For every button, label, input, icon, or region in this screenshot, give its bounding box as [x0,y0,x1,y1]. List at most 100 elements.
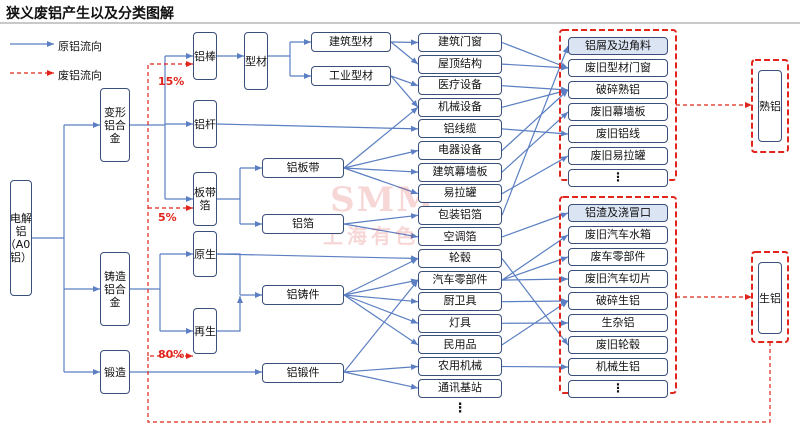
node-aluminum-casting: 铝铸件 [262,285,344,305]
flow-arrow [501,85,569,93]
strip-to-machinery [343,106,419,169]
cast-aluminum-frame [751,251,789,343]
scrap-cast-item: 机械生铝 [568,358,668,376]
node-electrolytic-aluminum: 电解铝（A00铝） [10,180,32,296]
application-more-indicator: ⋮ [453,401,467,417]
scrap-cast-item: 废旧汽车切片 [568,270,668,288]
application-item: 灯具 [418,313,502,333]
bar-to-cable [216,123,419,132]
legend-primary-label: 原铝流向 [58,40,102,53]
watermark-logo: SMM [330,180,436,220]
ip-to-medical [390,75,419,87]
forging-to-auto [343,279,419,373]
application-item: 空调箔 [418,227,502,247]
application-item: 易拉罐 [418,184,502,204]
node-primary: 原生 [193,231,217,277]
scrap-cast-item: 废旧轮毂 [568,336,668,354]
scrap-wrought-item: 废旧型材门窗 [568,59,668,77]
return-to-rod [147,61,193,356]
node-forging: 锻造 [100,350,130,394]
application-item: 包装铝箔 [418,205,502,225]
percent-rod: 15% [158,75,185,88]
percent-plate: 5% [158,211,177,224]
flow-arrow [501,41,569,69]
flow-arrow [501,45,569,216]
flow-arrow [501,155,569,195]
application-item: 厨卫具 [418,292,502,312]
scrap-flow-lines [10,61,771,423]
node-wrought-aluminum: 熟铝 [758,70,782,142]
forging-to-ag [343,364,419,373]
flow-arrow [501,363,569,370]
application-item: 铝线缆 [418,119,502,139]
application-item: 汽车零部件 [418,270,502,290]
application-item: 屋顶结构 [418,54,502,74]
application-item: 通讯基站 [418,378,502,398]
bp-to-windows [390,39,419,46]
application-item: 机械设备 [418,97,502,117]
node-wrought-alloy: 变形铝合金 [100,88,130,162]
node-profile: 型材 [244,32,268,90]
node-plate-strip-foil: 板带箔 [193,172,217,226]
application-item: 医疗设备 [418,76,502,96]
scrap-cast-item: 破碎生铝 [568,292,668,310]
node-aluminum-foil: 铝箔 [262,214,344,234]
legend-scrap-label: 废铝流向 [58,69,102,82]
node-industrial-profile: 工业型材 [311,66,391,86]
wrought-aluminum-frame [751,59,789,153]
flow-arrow [501,111,569,173]
page-title: 狭义废铝产生以及分类图解 [6,6,174,22]
scrap-cast-item: 废旧汽车水箱 [568,226,668,244]
scrap-cast-more-indicator: ⋮ [568,380,668,398]
flow-arrow [501,63,569,71]
flow-arrow [501,300,569,346]
flow-arrow [501,234,569,281]
foil-to-packaging [343,213,419,225]
casting-to-app [343,278,419,296]
flow-arrow [501,256,569,281]
scrap-wrought-item: 铝屑及边角料 [568,37,668,55]
bp-to-roof [390,41,419,65]
node-aluminum-rod: 铝棒 [193,32,217,80]
forging-to-telecom [343,371,419,390]
strip-to-electrical [343,149,419,169]
ip-to-machinery [390,75,419,108]
application-item: 建筑门窗 [418,33,502,52]
return-to-recycled [147,342,771,423]
scrap-wrought-more-indicator: ⋮ [568,169,668,187]
scrap-cast-item: 废车零部件 [568,248,668,266]
node-building-profile: 建筑型材 [311,32,391,52]
flow-arrow [501,88,569,108]
flow-arrow [501,89,569,151]
scrap-cast-item: 铝渣及浇冒口 [568,204,668,222]
casting-to-app [343,294,419,346]
percent-regen: 80% [158,348,185,361]
casting-to-app [343,294,419,305]
primary-flow-lines [10,39,569,390]
node-aluminum-bar: 铝杆 [193,100,217,148]
flow-arrow [501,212,569,238]
application-item: 轮毂 [418,249,502,268]
foil-to-ac [343,223,419,239]
node-aluminum-strip: 铝板带 [262,158,344,178]
node-cast-alloy: 铸造铝合金 [100,252,130,326]
scrap-wrought-item: 废旧易拉罐 [568,147,668,165]
primary-to-casting-line [217,253,241,295]
application-item: 民用品 [418,335,502,355]
flow-arrow [501,276,569,283]
recycled-to-casting [217,296,243,332]
scrap-wrought-item: 废旧铝线 [568,125,668,143]
node-cast-aluminum: 生铝 [758,262,782,334]
scrap-wrought-item: 废旧幕墙板 [568,103,668,121]
application-item: 建筑幕墙板 [418,162,502,182]
casting-to-app [343,257,419,296]
node-aluminum-forging: 铝锻件 [262,363,344,383]
application-item: 农用机械 [418,357,502,376]
primary-to-wheel [216,253,419,262]
strip-to-can [343,167,419,195]
casting-to-app [343,294,419,324]
flow-arrow [501,298,569,305]
application-item: 电器设备 [418,141,502,160]
scrap-wrought-item: 破碎熟铝 [568,81,668,99]
node-recycled: 再生 [193,308,217,354]
